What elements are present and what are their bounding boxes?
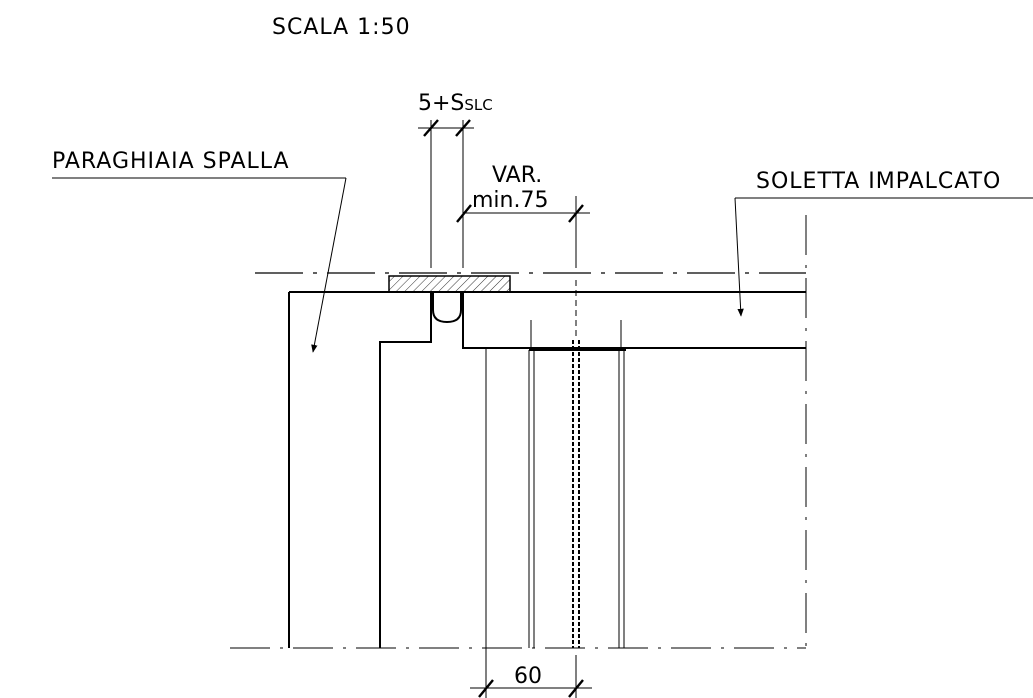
- label-paraghiaia-spalla: PARAGHIAIA SPALLA: [52, 149, 290, 174]
- dim-var-label: VAR.: [492, 163, 542, 188]
- joint-seal: [432, 292, 462, 324]
- deck-slab-bottom: [462, 292, 806, 349]
- leader-arrow-right: [734, 197, 744, 317]
- dim-bottom-label: 60: [514, 664, 542, 689]
- dim-joint-label: 5+SSLC: [418, 91, 493, 116]
- dim-bottom-tick-right: [568, 679, 584, 698]
- dim-bottom-tick-left: [478, 679, 494, 698]
- joint-cover-plate: [388, 275, 511, 293]
- dim-var-tick-left: [456, 204, 472, 223]
- label-soletta-impalcato: SOLETTA IMPALCATO: [756, 169, 1001, 194]
- bottom-flange: [529, 347, 626, 351]
- scale-label: SCALA 1:50: [272, 15, 411, 40]
- abutment-step-profile: [379, 292, 432, 648]
- leader-arrow-left: [311, 177, 347, 353]
- dim-min-label: min.75: [472, 188, 548, 213]
